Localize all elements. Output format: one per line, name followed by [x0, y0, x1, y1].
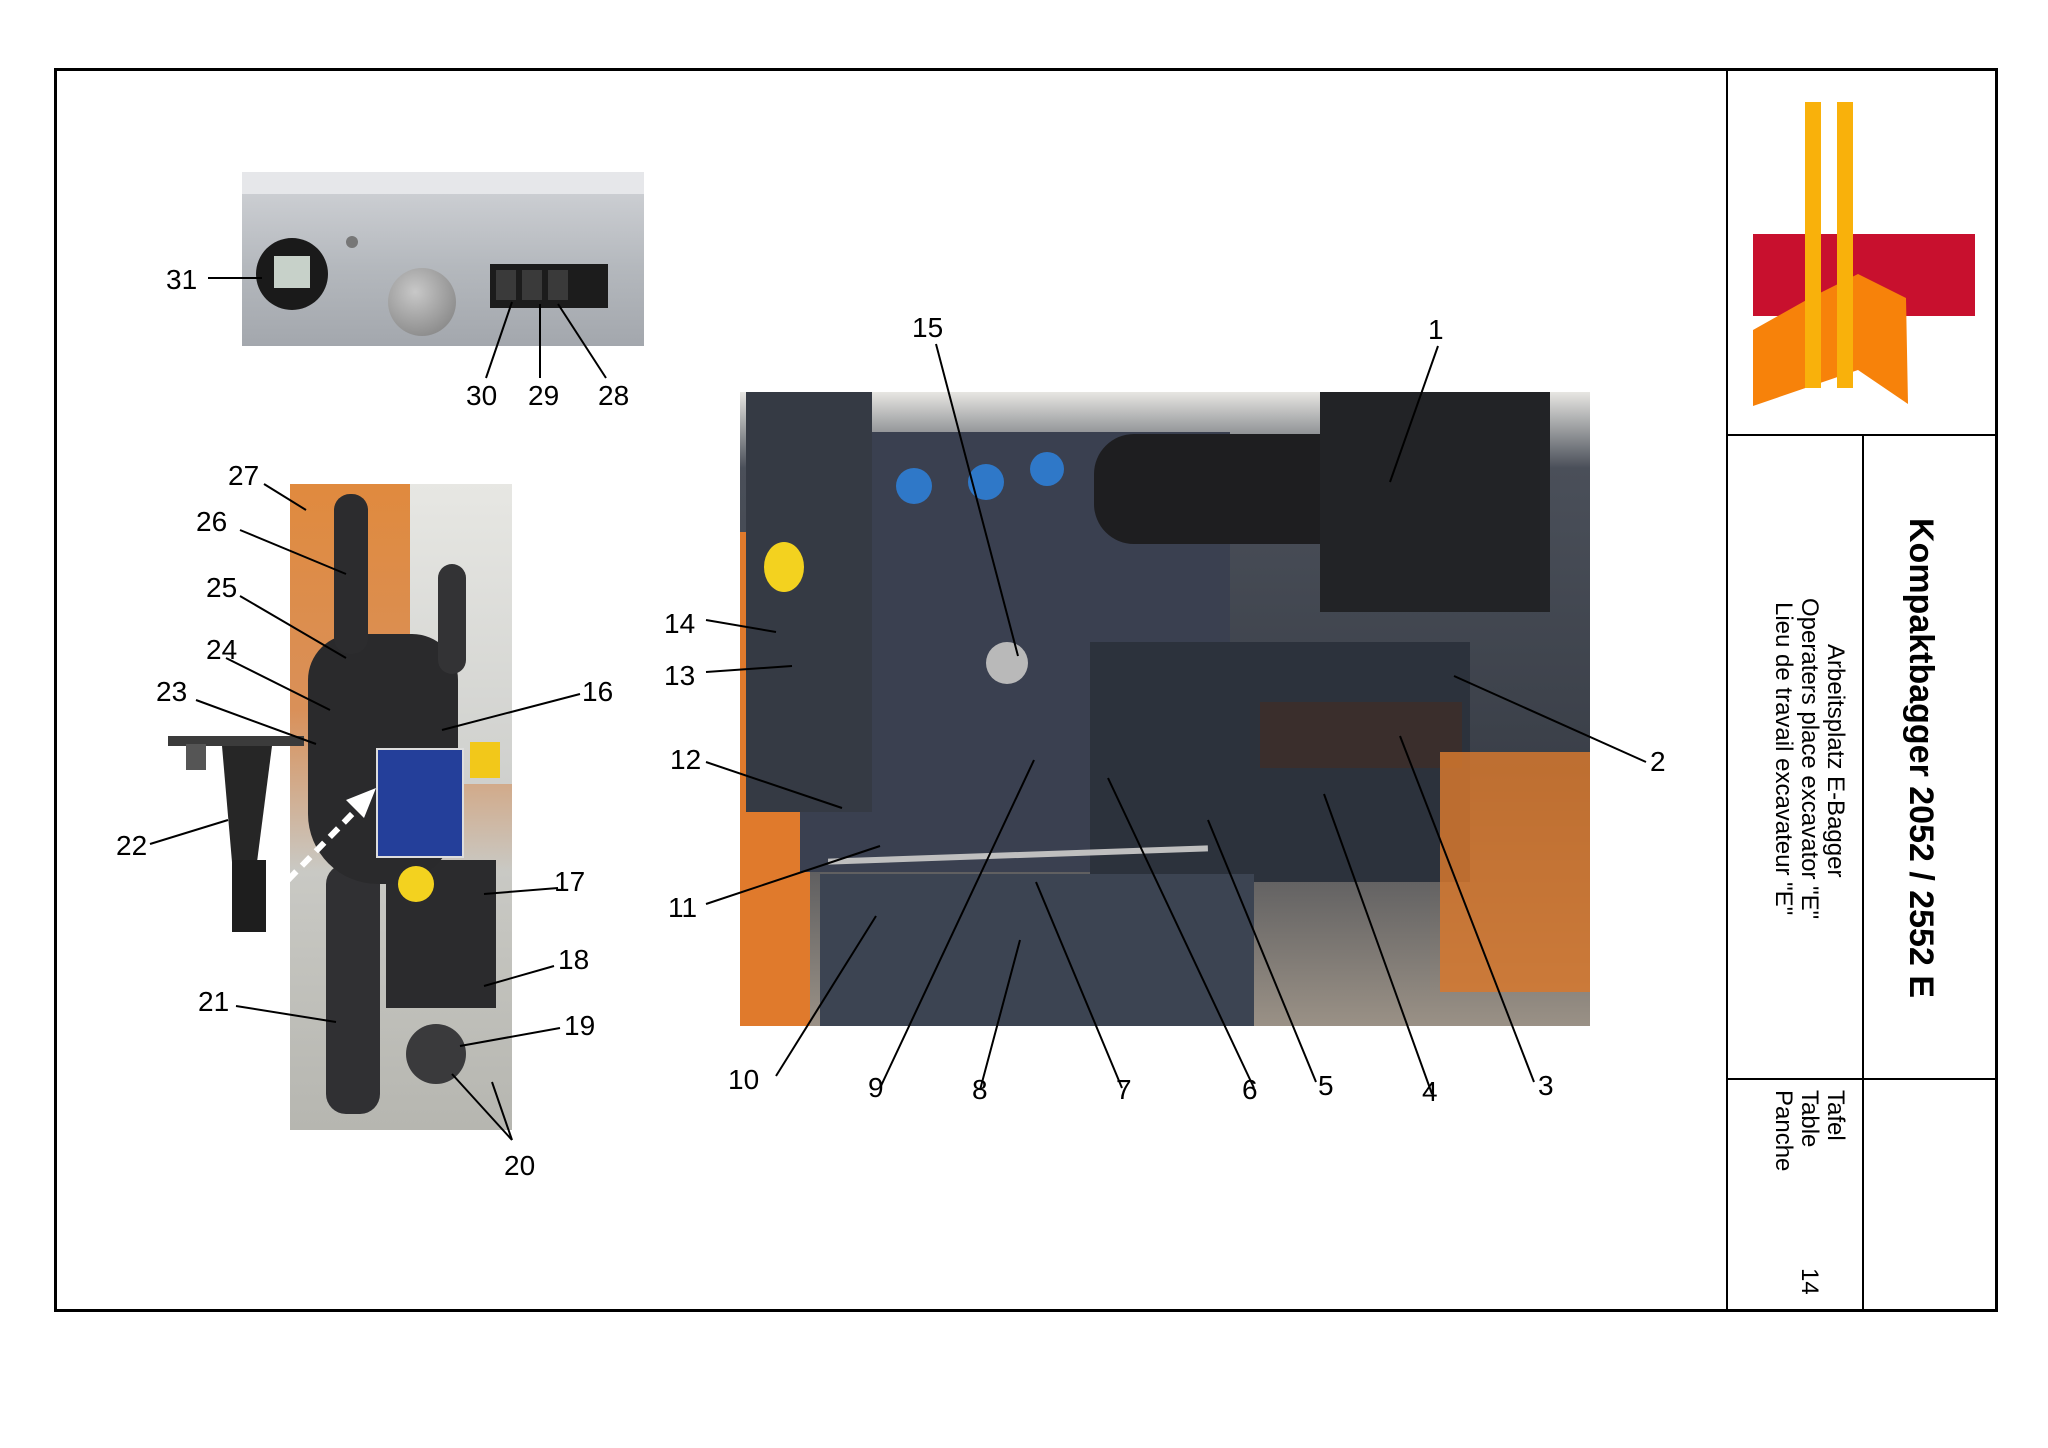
callout-29: 29 — [528, 380, 560, 411]
callout-9: 9 — [868, 1072, 884, 1103]
callout-24: 24 — [206, 634, 238, 665]
detail-arrow — [285, 788, 376, 883]
console-lid — [1260, 702, 1462, 768]
joystick-stem — [326, 864, 380, 1114]
logo-orange-shape — [1753, 274, 1908, 406]
callout-20: 20 — [504, 1150, 536, 1181]
callout-14: 14 — [664, 608, 696, 639]
subtitle-en: Operaters place excavator "E" — [1796, 598, 1823, 920]
callout-6: 6 — [1242, 1074, 1258, 1105]
callout-25: 25 — [206, 572, 238, 603]
callout-17: 17 — [554, 866, 586, 897]
callout-13: 13 — [664, 660, 696, 691]
switch-30 — [496, 270, 516, 300]
document-title: Kompaktbagger 2052 / 2552 E — [1902, 518, 1940, 999]
display-gauge — [256, 238, 328, 310]
callout-28: 28 — [598, 380, 630, 411]
plate-label-fr: Panche — [1770, 1090, 1797, 1172]
subtitle-de: Arbeitsplatz E-Bagger — [1822, 644, 1849, 878]
joystick-grip-2 — [438, 564, 466, 674]
callout-10: 10 — [728, 1064, 760, 1095]
page-frame — [54, 68, 1998, 1312]
plate-number: 14 — [1796, 1268, 1823, 1295]
seat-back — [1320, 392, 1550, 612]
switch-29 — [522, 270, 542, 300]
plate-label-en: Table — [1796, 1090, 1823, 1148]
subtitle-fr: Lieu de travail excavateur "E" — [1770, 602, 1797, 916]
operator-place-photo — [740, 392, 1590, 1026]
display-screen — [274, 256, 310, 288]
joystick-grip-1 — [334, 494, 368, 654]
callout-30: 30 — [466, 380, 498, 411]
safety-icon-2 — [968, 464, 1004, 500]
callout-2: 2 — [1650, 746, 1666, 777]
callout-4: 4 — [1422, 1076, 1438, 1107]
switch-28 — [548, 270, 568, 300]
callout-16: 16 — [582, 676, 614, 707]
callout-15: 15 — [912, 312, 944, 343]
callout-26: 26 — [196, 506, 228, 537]
plate-label-de: Tafel — [1822, 1090, 1849, 1141]
callout-18: 18 — [558, 944, 590, 975]
yellow-label — [398, 866, 434, 902]
mounting-plate — [406, 1024, 466, 1084]
callout-31: 31 — [166, 264, 198, 295]
callout-27: 27 — [228, 460, 260, 491]
small-screw — [346, 236, 358, 248]
title-column-divider — [1862, 434, 1864, 1312]
control-pattern-sticker — [376, 748, 464, 858]
joystick-photo — [290, 484, 512, 1130]
orange-arm-right — [1440, 752, 1590, 992]
round-knob — [388, 268, 456, 336]
panel-top-edge — [242, 172, 644, 194]
lever-15 — [986, 642, 1028, 684]
safety-icon-1 — [896, 468, 932, 504]
callout-7: 7 — [1116, 1074, 1132, 1105]
callout-3: 3 — [1538, 1070, 1554, 1101]
yellow-sticker — [764, 542, 804, 592]
callout-8: 8 — [972, 1074, 988, 1105]
callout-19: 19 — [564, 1010, 596, 1041]
logo-yellow-bar-right — [1837, 102, 1853, 388]
warning-sign — [470, 742, 500, 778]
switch-panel-photo — [242, 172, 644, 346]
post-column — [746, 392, 872, 812]
callout-21: 21 — [198, 986, 230, 1017]
foot-plate — [820, 874, 1254, 1026]
callout-23: 23 — [156, 676, 188, 707]
title-block-divider — [1726, 68, 1728, 1312]
callout-11: 11 — [668, 892, 698, 923]
callout-12: 12 — [670, 744, 702, 775]
rocker-switch-block — [490, 264, 608, 308]
plate-divider — [1726, 1078, 1998, 1080]
logo-yellow-bar-left — [1805, 102, 1821, 388]
safety-icon-3 — [1030, 452, 1064, 486]
callout-22: 22 — [116, 830, 148, 861]
callout-5: 5 — [1318, 1070, 1334, 1101]
company-logo — [1753, 102, 1975, 406]
callout-1: 1 — [1428, 314, 1444, 345]
